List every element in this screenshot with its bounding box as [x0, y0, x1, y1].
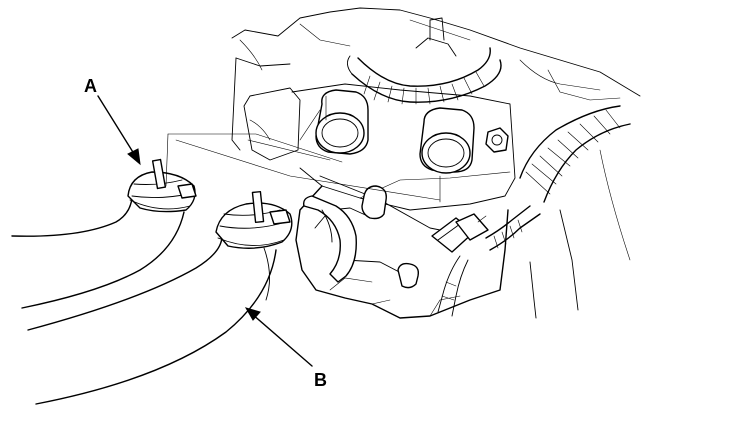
mounting-bolts — [361, 127, 509, 289]
pipe-fitting-left — [315, 89, 369, 155]
callout-arrow-b — [244, 307, 313, 367]
callout-label-b: B — [314, 370, 327, 390]
callout-label-a: A — [84, 76, 97, 96]
wiring-harness-right — [437, 105, 631, 319]
hose-a — [11, 158, 197, 309]
hose-bracket — [302, 195, 357, 283]
electrical-connector — [431, 213, 489, 253]
reference-lines — [165, 133, 441, 203]
callout-arrow-a — [97, 95, 141, 166]
hose-b — [27, 190, 293, 405]
wiring-harness-upper — [347, 17, 502, 105]
pipe-fitting-right — [419, 107, 475, 174]
